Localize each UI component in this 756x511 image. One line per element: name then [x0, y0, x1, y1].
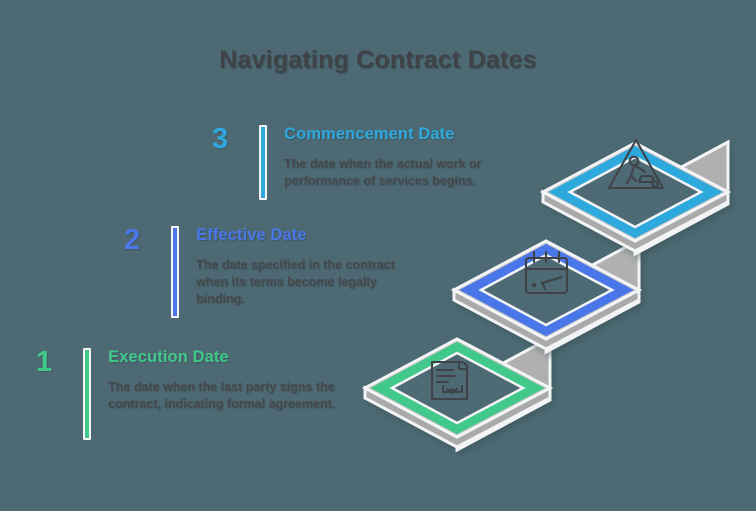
step-3-description: The date when the actual work or perform… — [284, 156, 482, 189]
step-1-platform — [361, 335, 554, 453]
step-1-accent-bar — [83, 348, 92, 440]
step-2-accent-ring — [459, 243, 634, 337]
step-1-body: Execution Date The date when the last pa… — [91, 348, 340, 413]
step-3-body: Commencement Date The date when the actu… — [267, 125, 534, 190]
step-item-3: 3 Commencement Date The date when the ac… — [212, 125, 534, 200]
step-1-title: Execution Date — [108, 348, 229, 366]
step-2-inner-face — [478, 253, 615, 327]
step-3-title: Commencement Date — [284, 125, 455, 143]
step-item-1: 1 Execution Date The date when the last … — [36, 348, 340, 440]
contract-handshake-icon — [430, 360, 469, 401]
step-3-platform — [539, 139, 732, 257]
step-1-accent-ring — [370, 341, 545, 435]
calendar-arrow-icon — [524, 250, 569, 295]
step-1-description: The date when the last party signs the c… — [108, 379, 336, 412]
step-2-platform — [450, 237, 643, 355]
step-3-accent-ring — [548, 145, 723, 239]
step-1-inner-face — [389, 351, 526, 425]
step-3-number: 3 — [212, 123, 229, 155]
step-2-description: The date specified in the contract when … — [196, 257, 395, 307]
step-3-accent-bar — [259, 125, 268, 200]
step-2-accent-bar — [171, 226, 180, 318]
page-title: Navigating Contract Dates — [219, 46, 537, 74]
step-1-number: 1 — [36, 346, 53, 378]
step-2-body: Effective Date The date specified in the… — [179, 226, 424, 309]
step-2-title: Effective Date — [196, 226, 307, 244]
step-item-2: 2 Effective Date The date specified in t… — [124, 226, 424, 318]
step-3-inner-face — [567, 155, 704, 229]
step-2-number: 2 — [124, 224, 141, 256]
work-in-progress-sign-icon — [607, 138, 665, 190]
